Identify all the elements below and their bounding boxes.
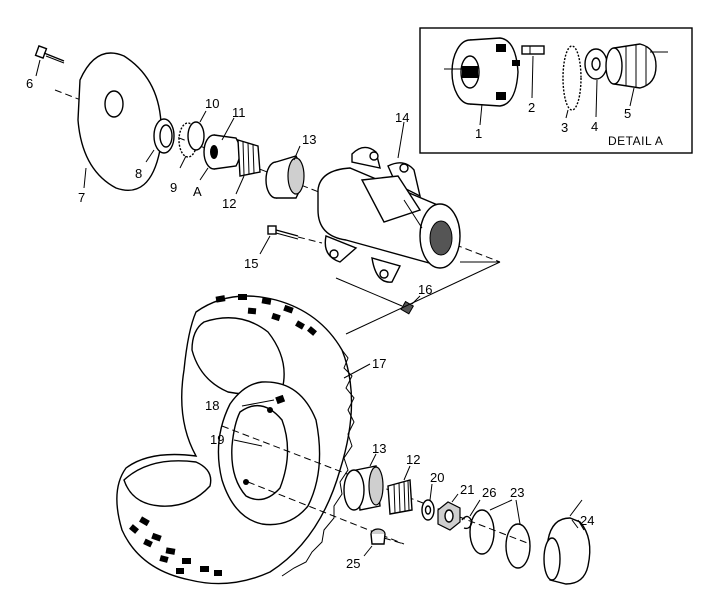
part-20-washer [421,483,435,521]
callout-1: 1 [475,126,482,141]
callout-25: 25 [346,556,360,571]
callout-12-lower: 12 [406,452,420,467]
callout-a: A [193,184,202,199]
callout-20: 20 [430,470,444,485]
part-10-washer [187,110,207,151]
callout-7: 7 [78,190,85,205]
part-25-fitting [363,528,405,557]
callout-21: 21 [460,482,474,497]
callout-6: 6 [26,76,33,91]
callout-23: 23 [510,485,524,500]
callout-12: 12 [222,196,236,211]
part-24-hub-cap [543,499,591,585]
callout-3: 3 [561,120,568,135]
part-8-seal [145,118,175,163]
lower-axis-line-2 [247,481,405,545]
callout-9: 9 [170,180,177,195]
part-11-detail-a-assembly [199,117,241,181]
part-16-grease-fitting [400,295,421,315]
callout-24: 24 [580,513,594,528]
part-2-pin [521,45,545,55]
callout-17: 17 [372,356,386,371]
callout-2: 2 [528,100,535,115]
callout-10: 10 [205,96,219,111]
callout-18: 18 [205,398,219,413]
callout-16: 16 [418,282,432,297]
detail-a-title: DETAIL A [608,134,663,148]
part-13-bearing-cup [265,145,305,199]
callout-13-lower: 13 [372,441,386,456]
part-18-valve-stem [241,394,286,407]
part-12-bearing-cone [235,139,261,195]
part-5-gear-hub [605,43,668,89]
part-21-nut [437,493,461,531]
callout-26: 26 [482,485,496,500]
detail-a-box: 1 2 3 4 5 DETAIL A [419,27,693,154]
part-15-bolt [259,225,323,255]
part-19-wheel-rim [217,381,321,526]
part-3-spring-ring [562,45,582,111]
part-14-front-hub [317,121,461,283]
callout-15: 15 [244,256,258,271]
part-4-washer [584,48,608,80]
callout-14: 14 [395,110,409,125]
callout-19: 19 [210,432,224,447]
part-7-brake-disc [77,52,162,191]
hub-guide-line-3 [345,261,501,335]
callout-8: 8 [135,166,142,181]
callout-11: 11 [232,105,246,120]
callout-5: 5 [624,106,631,121]
part-6-bolt [34,45,65,77]
part-1-clutch-housing [444,37,520,107]
callout-13: 13 [302,132,316,147]
hub-guide-line-1 [335,277,403,307]
callout-4: 4 [591,119,598,134]
part-23-o-rings [469,499,531,569]
part-12-lower-bearing-cone [387,465,413,515]
part-13-lower-bearing-cup [343,453,384,511]
